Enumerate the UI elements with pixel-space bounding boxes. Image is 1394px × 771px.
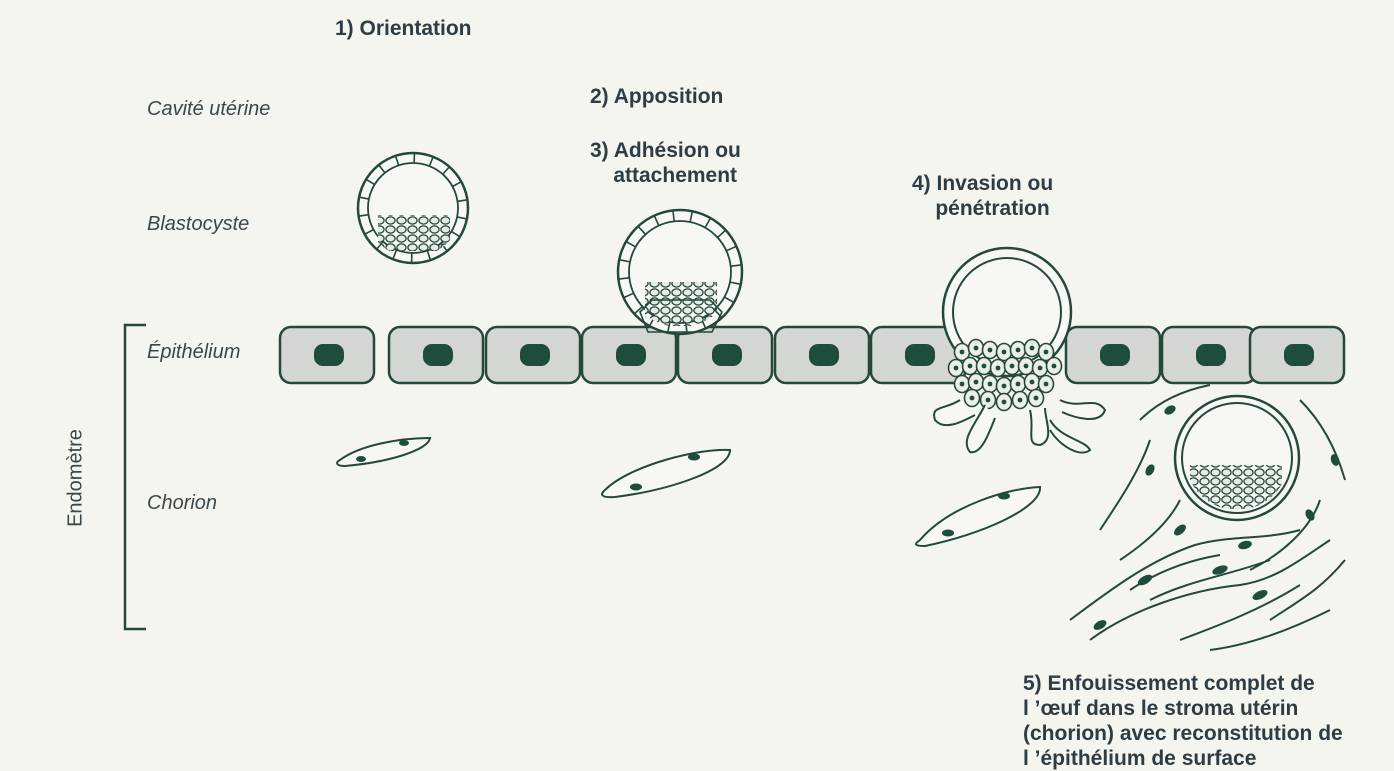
stromal-fibroblast-3	[916, 487, 1040, 546]
label-endometre: Endomètre	[65, 429, 88, 527]
endometre-bracket	[125, 325, 146, 629]
epithelial-cell	[389, 327, 483, 383]
step-adhesion: 3) Adhésion ou attachement	[590, 138, 741, 188]
epithelial-cell	[775, 327, 869, 383]
epithelial-cell	[678, 327, 772, 383]
blastocyst-orientation	[358, 153, 468, 263]
blastocyst-embedded	[1175, 396, 1299, 520]
epithelial-cell	[1250, 327, 1344, 383]
step-apposition: 2) Apposition	[590, 84, 723, 109]
epithelial-cell	[1162, 327, 1256, 383]
label-blastocyste: Blastocyste	[147, 213, 249, 236]
step-orientation: 1) Orientation	[335, 16, 472, 41]
label-chorion: Chorion	[147, 492, 217, 515]
stromal-fibroblast-1	[337, 438, 430, 466]
epithelium-layer	[280, 327, 1344, 383]
step-invasion: 4) Invasion ou pénétration	[912, 171, 1053, 221]
label-epithelium: Épithélium	[147, 341, 240, 364]
epithelial-cell	[486, 327, 580, 383]
epithelial-cell	[280, 327, 374, 383]
epithelial-cell	[1066, 327, 1160, 383]
stromal-fibroblast-2	[602, 450, 730, 497]
blastocyst-adhesion	[618, 210, 742, 334]
step-enfouissement: 5) Enfouissement complet de l ’œuf dans …	[1023, 671, 1343, 771]
label-cavite-uterine: Cavité utérine	[147, 98, 270, 121]
epithelial-cell	[582, 327, 676, 383]
